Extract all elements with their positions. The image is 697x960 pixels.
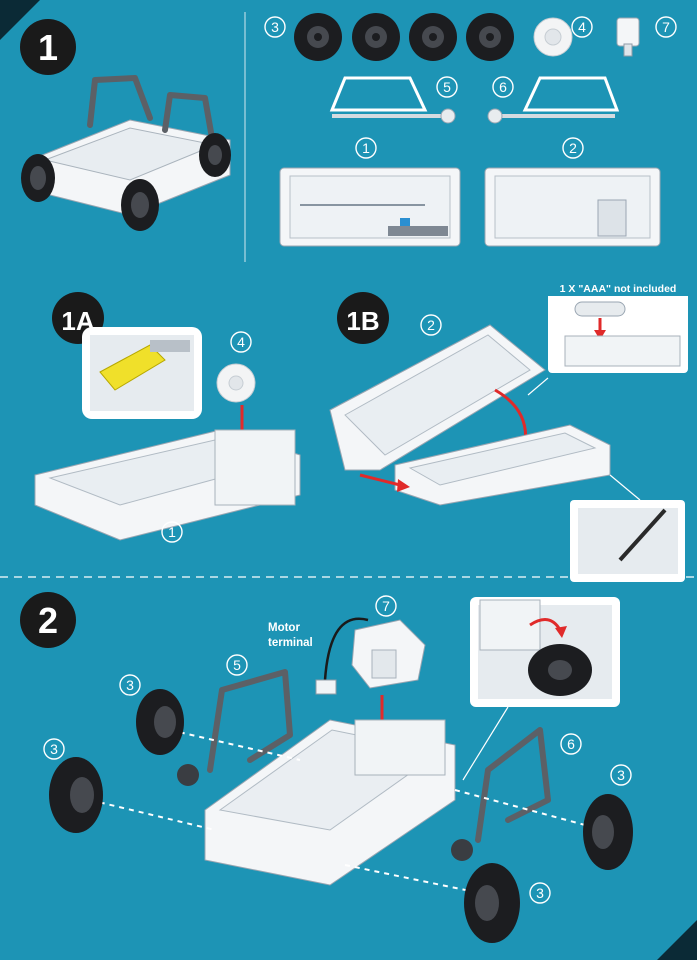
svg-text:4: 4: [578, 19, 586, 35]
svg-text:5: 5: [233, 657, 241, 673]
svg-text:3: 3: [50, 741, 58, 757]
axle-guide-rear-right: [454, 789, 586, 826]
axle-guide-rear-left: [169, 729, 301, 761]
battery-callout: 1 X "AAA" not included − +: [548, 278, 688, 373]
battery-plus-sign: +: [637, 301, 646, 318]
svg-text:2: 2: [569, 140, 577, 156]
svg-text:1: 1: [168, 524, 176, 540]
motor-part-image: [616, 17, 640, 57]
step-1b-label: 1B: [346, 306, 379, 336]
part-1-label: 1: [355, 137, 377, 159]
battery-callout-pointer: [527, 377, 549, 396]
svg-text:2: 2: [427, 317, 435, 333]
chassis-top-part-image: [484, 167, 661, 247]
part-3-label: 3: [264, 16, 286, 38]
part-6-label-step2: 6: [560, 733, 582, 755]
part-4-label-1a: 4: [230, 331, 252, 353]
step-2-number: 2: [38, 600, 58, 641]
chassis-1a-image: [34, 429, 301, 541]
part-6-label: 6: [492, 76, 514, 98]
part-2-label: 2: [562, 137, 584, 159]
battery-note: 1 X "AAA" not included: [560, 283, 677, 295]
svg-text:3: 3: [126, 677, 134, 693]
svg-text:6: 6: [567, 736, 575, 752]
slide-arrow: [359, 473, 401, 487]
svg-text:3: 3: [617, 767, 625, 783]
part-2-label-1b: 2: [420, 314, 442, 336]
part-3-label-rear-right: 3: [610, 764, 632, 786]
motor-cable: [323, 617, 369, 681]
svg-text:5: 5: [443, 79, 451, 95]
wheels-set-image: [294, 13, 514, 61]
svg-text:6: 6: [499, 79, 507, 95]
step-1-badge: 1: [20, 19, 76, 75]
svg-text:7: 7: [382, 598, 390, 614]
chassis-top-flipping-image: [329, 324, 546, 471]
svg-text:3: 3: [271, 19, 279, 35]
svg-text:7: 7: [662, 19, 670, 35]
screwdriver-callout: [570, 500, 685, 582]
axle-guide-front-left: [89, 799, 216, 831]
wheel-rear-left-image: [136, 689, 184, 755]
roll-bar-6-image: [487, 76, 620, 124]
step-1-number: 1: [38, 27, 58, 68]
wheel-front-right-image: [464, 863, 520, 943]
battery-minus-sign: −: [561, 301, 570, 318]
svg-text:1: 1: [362, 140, 370, 156]
wheel-attach-callout: [470, 597, 620, 707]
gear-detail-inset: [82, 327, 202, 419]
motor-unit-image: [351, 619, 426, 689]
slide-arrowhead: [397, 479, 410, 492]
motor-terminal-connector: [315, 679, 337, 695]
part-3-label-front-left: 3: [43, 738, 65, 760]
gear-part-image: [533, 17, 573, 57]
chassis-bottom-1b-image: [394, 424, 611, 506]
motor-terminal-label-line1: Motor: [268, 622, 300, 634]
wheel-front-left-image: [49, 757, 103, 833]
step-1b-badge: 1B: [337, 292, 389, 344]
roll-bar-6-step2-image: [451, 727, 551, 861]
roll-bar-5-image: [329, 76, 456, 124]
part-7-label: 7: [655, 16, 677, 38]
roll-bar-5-step2-image: [177, 669, 293, 786]
part-5-label: 5: [436, 76, 458, 98]
part-4-label: 4: [571, 16, 593, 38]
svg-text:4: 4: [237, 334, 245, 350]
part-1-label-1a: 1: [161, 521, 183, 543]
corner-notch-bottom-right: [657, 920, 697, 960]
corner-notch-top-left: [0, 0, 40, 40]
chassis-step2-image: [204, 719, 456, 886]
motor-terminal-label-line2: terminal: [268, 637, 313, 649]
chassis-bottom-part-image: [279, 167, 461, 247]
part-3-label-rear-left: 3: [119, 674, 141, 696]
part-7-label-step2: 7: [375, 595, 397, 617]
assembled-car-image: [21, 75, 231, 231]
svg-text:3: 3: [536, 885, 544, 901]
gear-1a-image: [216, 363, 256, 403]
wheel-callout-pointer: [462, 706, 509, 781]
step-2-badge: 2: [20, 592, 76, 648]
axle-guide-front-right: [344, 864, 476, 893]
part-3-label-front-right: 3: [529, 882, 551, 904]
part-5-label-step2: 5: [226, 654, 248, 676]
wheel-rear-right-image: [583, 794, 633, 870]
screwdriver-callout-pointer: [609, 474, 641, 501]
